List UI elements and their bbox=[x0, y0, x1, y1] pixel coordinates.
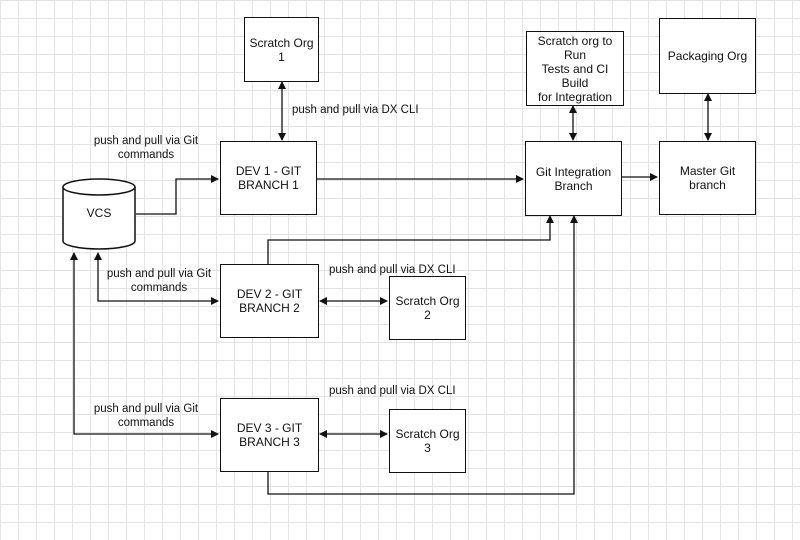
label-dx-org3: push and pull via DX CLI bbox=[329, 385, 456, 397]
edge-vcs-dev1 bbox=[136, 175, 219, 215]
label-git-dev2: push and pull via Git commands bbox=[106, 268, 212, 294]
git-integration-branch-box: Git Integration Branch bbox=[525, 141, 622, 216]
edge-vcs-dev3 bbox=[70, 252, 219, 438]
label-dx-org1: push and pull via DX CLI bbox=[292, 104, 419, 116]
database-cylinder-icon bbox=[62, 178, 136, 250]
packaging-org-box: Packaging Org bbox=[659, 18, 756, 94]
dev3-branch-box: DEV 3 - GIT BRANCH 3 bbox=[220, 398, 319, 472]
scratch-org-2-box: Scratch Org 2 bbox=[389, 276, 466, 340]
scratch-org-1-box: Scratch Org 1 bbox=[244, 17, 319, 82]
edge-dev3-integration bbox=[267, 215, 578, 495]
vcs-label: VCS bbox=[86, 206, 112, 220]
edge-dev2-integration bbox=[267, 215, 554, 264]
dev2-branch-box: DEV 2 - GIT BRANCH 2 bbox=[220, 264, 319, 338]
master-git-branch-box: Master Git branch bbox=[659, 141, 756, 215]
vcs-repository: VCS bbox=[62, 178, 136, 250]
scratch-org-3-box: Scratch Org 3 bbox=[389, 409, 466, 473]
ci-scratch-org-box: Scratch org to Run Tests and CI Build fo… bbox=[526, 31, 624, 106]
dev1-branch-box: DEV 1 - GIT BRANCH 1 bbox=[220, 141, 317, 215]
label-dx-org2: push and pull via DX CLI bbox=[329, 264, 456, 276]
label-git-dev1: push and pull via Git commands bbox=[93, 135, 199, 161]
label-git-dev3: push and pull via Git commands bbox=[93, 403, 199, 429]
